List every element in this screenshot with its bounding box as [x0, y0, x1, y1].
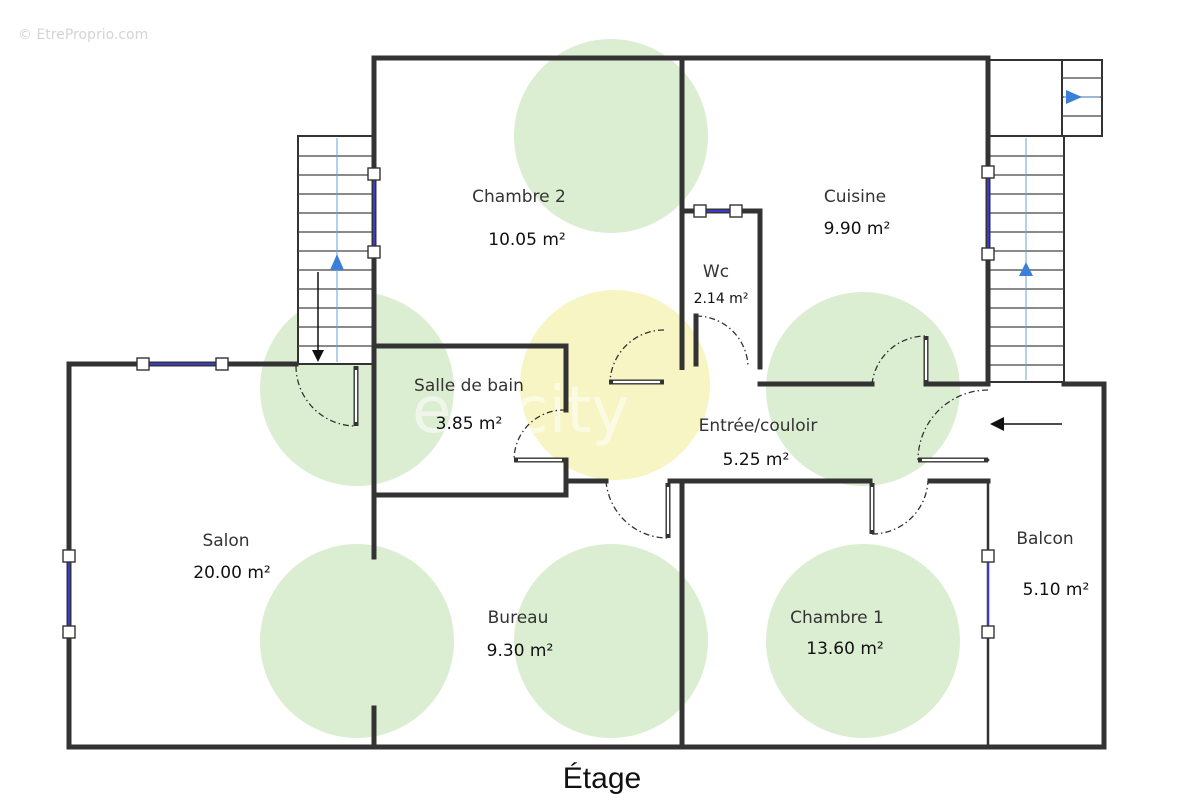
stair-direction-arrow-icon: [1066, 90, 1082, 104]
floor-title: Étage: [563, 762, 641, 795]
room-name-bureau: Bureau: [488, 608, 549, 628]
stair-down-arrow-icon: [312, 350, 324, 362]
room-name-entree: Entrée/couloir: [699, 416, 818, 436]
room-name-chambre1: Chambre 1: [790, 608, 884, 628]
room-area-cuisine: 9.90 m²: [824, 219, 891, 239]
room-area-salle-de-bain: 3.85 m²: [436, 414, 503, 434]
entrance-arrow-icon: [990, 417, 1062, 431]
windows: [62, 165, 995, 639]
room-area-salon: 20.00 m²: [193, 563, 270, 583]
room-name-chambre2: Chambre 2: [472, 187, 566, 207]
room-name-salle-de-bain: Salle de bain: [414, 376, 524, 396]
room-area-chambre2: 10.05 m²: [488, 230, 565, 250]
staircase-left: [297, 135, 375, 365]
zone-circle-entree-right: [766, 292, 960, 486]
room-name-wc: Wc: [703, 262, 729, 282]
doors: [295, 315, 989, 539]
stair-up-arrow-icon-right: [1019, 262, 1033, 276]
room-name-cuisine: Cuisine: [824, 187, 886, 207]
room-area-chambre1: 13.60 m²: [806, 639, 883, 659]
zone-circle-chambre1: [766, 544, 960, 738]
room-labels: Chambre 2 10.05 m² Cuisine 9.90 m² Wc 2.…: [193, 187, 1089, 661]
zone-circle-bureau: [514, 544, 708, 738]
room-area-wc: 2.14 m²: [694, 291, 749, 307]
room-area-entree: 5.25 m²: [723, 450, 790, 470]
stair-up-arrow-icon: [330, 254, 344, 270]
staircase-right: [987, 59, 1103, 383]
room-area-bureau: 9.30 m²: [487, 641, 554, 661]
zone-circle-salon: [260, 544, 454, 738]
room-name-salon: Salon: [202, 531, 249, 551]
room-area-balcon: 5.10 m²: [1023, 580, 1090, 600]
zone-circle-entree: [520, 290, 710, 480]
watermark-text: © EtreProprio.com: [18, 27, 148, 43]
room-name-balcon: Balcon: [1016, 529, 1073, 549]
zone-circle-chambre2: [514, 39, 708, 233]
